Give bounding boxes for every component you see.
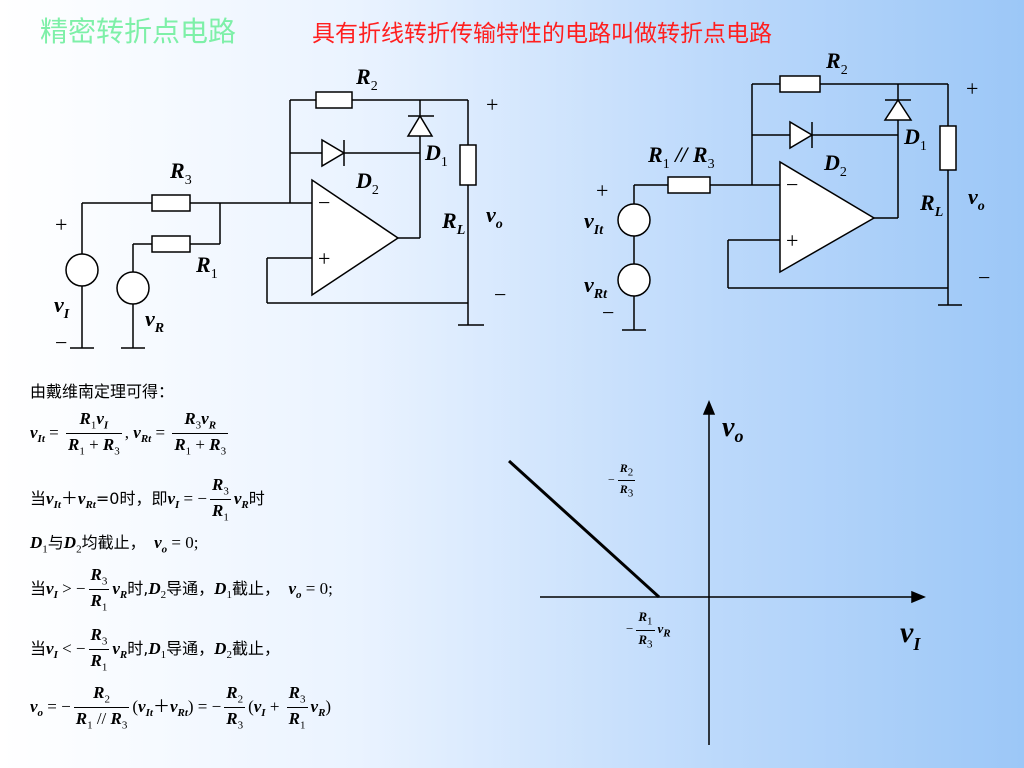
- page-subtitle: 具有折线转折传输特性的电路叫做转折点电路: [312, 21, 772, 47]
- right-rl-label: RL: [919, 190, 943, 220]
- right-r2-resistor: [779, 75, 821, 93]
- right-vrt-label: vRt: [584, 272, 608, 302]
- graph-x-label: vI: [900, 616, 921, 654]
- left-vi-source: [65, 253, 99, 287]
- left-rl-label: RL: [441, 208, 465, 238]
- right-rpar-resistor: [667, 176, 711, 194]
- left-output-plus: +: [486, 92, 498, 117]
- right-vit-source: [617, 203, 651, 237]
- right-opamp: [779, 160, 876, 274]
- right-rl-resistor: [939, 125, 957, 171]
- left-opamp: [311, 178, 400, 297]
- left-r3-label: R3: [169, 158, 192, 188]
- transfer-curve: [507, 459, 661, 599]
- left-d2-diode: [321, 138, 346, 168]
- right-rpar-label: R1 // R3: [647, 142, 715, 172]
- right-vit-label: vIt: [584, 208, 604, 238]
- left-rl-resistor: [459, 144, 477, 186]
- right-opamp-plus: +: [786, 228, 798, 253]
- graph-y-label: vo: [722, 412, 743, 446]
- left-r2-resistor: [315, 91, 353, 109]
- right-output-minus: −: [978, 265, 990, 290]
- right-r2-label: R2: [825, 48, 848, 78]
- left-r2-label: R2: [355, 64, 378, 94]
- right-vo-label: vo: [968, 184, 985, 214]
- page-title: 精密转折点电路: [40, 15, 237, 48]
- right-input-minus: −: [602, 300, 614, 325]
- left-opamp-plus: +: [318, 246, 330, 271]
- equation-intro: 由戴维南定理可得：: [30, 382, 175, 401]
- left-opamp-minus: −: [318, 190, 330, 215]
- left-r1-resistor: [151, 235, 191, 253]
- left-vr-source: [116, 271, 150, 305]
- right-output-plus: +: [966, 76, 978, 101]
- right-opamp-minus: −: [786, 172, 798, 197]
- left-input-minus: −: [55, 330, 67, 355]
- right-d1-label: D1: [903, 124, 927, 154]
- left-d2-label: D2: [355, 168, 379, 198]
- right-input-plus: +: [596, 178, 608, 203]
- left-vr-label: vR: [145, 306, 164, 336]
- left-r3-resistor: [151, 194, 191, 212]
- left-input-plus: +: [55, 212, 67, 237]
- right-vrt-source: [617, 263, 651, 297]
- left-r1-label: R1: [195, 252, 218, 282]
- left-circuit: [65, 91, 484, 349]
- right-d1-diode: [883, 98, 913, 121]
- left-vo-label: vo: [486, 202, 503, 232]
- right-d2-diode: [789, 120, 814, 150]
- equation-both-off: D1与D2均截止， vo = 0;: [30, 533, 199, 556]
- right-d2-label: D2: [823, 150, 847, 180]
- left-vi-label: vI: [54, 292, 70, 322]
- transfer-graph: [540, 400, 926, 745]
- left-d1-diode: [406, 114, 434, 137]
- left-output-minus: −: [494, 282, 506, 307]
- left-d1-label: D1: [424, 140, 448, 170]
- right-circuit: [617, 75, 962, 331]
